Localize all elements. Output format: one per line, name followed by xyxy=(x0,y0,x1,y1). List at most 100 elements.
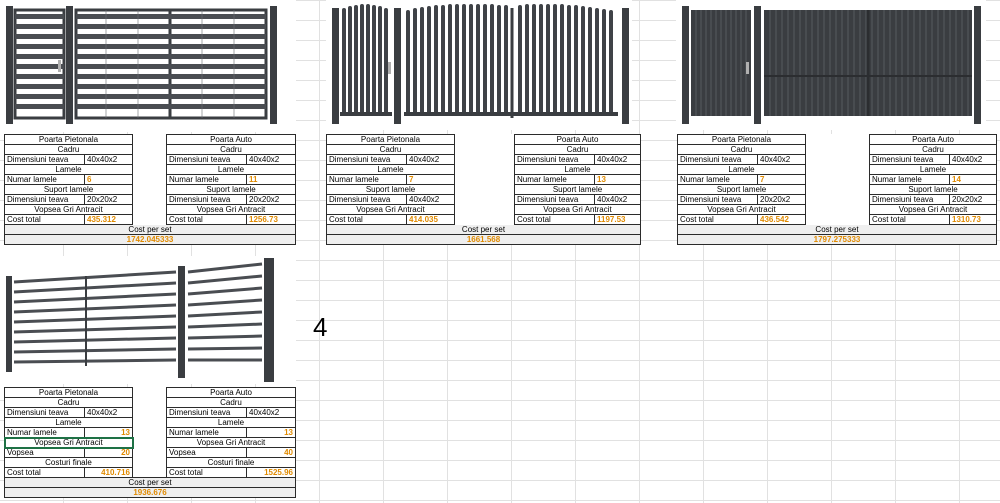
label-cost-total[interactable]: Cost total xyxy=(869,214,950,225)
label-numar-lamele[interactable]: Numar lamele xyxy=(4,427,85,438)
section-lamele[interactable]: Lamele xyxy=(677,164,806,175)
label-cost-total[interactable]: Cost total xyxy=(4,214,85,225)
section-vopsea[interactable]: Vopsea Gri Antracit xyxy=(677,204,806,215)
header-poarta-pietonala[interactable]: Poarta Pietonala xyxy=(677,134,806,145)
section-vopsea[interactable]: Vopsea Gri Antracit xyxy=(166,204,296,215)
section-suport-lamele[interactable]: Suport lamele xyxy=(4,184,133,195)
gate-image-2[interactable] xyxy=(326,0,632,130)
value-numar-lamele[interactable]: 7 xyxy=(406,174,455,185)
label-vopsea[interactable]: Vopsea xyxy=(166,447,247,458)
gate-image-3[interactable] xyxy=(676,0,986,130)
value-numar-lamele[interactable]: 7 xyxy=(757,174,806,185)
gate-image-1[interactable] xyxy=(0,0,296,132)
label-cost-per-set[interactable]: Cost per set xyxy=(4,224,296,235)
section-lamele[interactable]: Lamele xyxy=(869,164,997,175)
value-dimensiuni-teava-suport[interactable]: 20x20x2 xyxy=(84,194,133,205)
value-cost-total[interactable]: 436.542 xyxy=(757,214,806,225)
label-dimensiuni-teava-suport[interactable]: Dimensiuni teava xyxy=(326,194,407,205)
label-cost-total[interactable]: Cost total xyxy=(166,467,247,478)
section-cadru[interactable]: Cadru xyxy=(326,144,455,155)
value-dimensiuni-teava[interactable]: 40x40x2 xyxy=(84,154,133,165)
section-cadru[interactable]: Cadru xyxy=(514,144,641,155)
section-costuri-finale[interactable]: Costuri finale xyxy=(166,457,296,468)
section-cadru[interactable]: Cadru xyxy=(677,144,806,155)
value-dimensiuni-teava-suport[interactable]: 40x40x2 xyxy=(406,194,455,205)
label-dimensiuni-teava[interactable]: Dimensiuni teava xyxy=(514,154,595,165)
label-dimensiuni-teava[interactable]: Dimensiuni teava xyxy=(166,154,247,165)
section-cadru[interactable]: Cadru xyxy=(4,397,133,408)
section-cadru[interactable]: Cadru xyxy=(4,144,133,155)
section-vopsea[interactable]: Vopsea Gri Antracit xyxy=(4,204,133,215)
value-dimensiuni-teava[interactable]: 40x40x2 xyxy=(246,154,296,165)
section-suport-lamele[interactable]: Suport lamele xyxy=(869,184,997,195)
section-cadru[interactable]: Cadru xyxy=(166,144,296,155)
section-suport-lamele[interactable]: Suport lamele xyxy=(677,184,806,195)
label-cost-total[interactable]: Cost total xyxy=(326,214,407,225)
value-cost-total[interactable]: 1310.73 xyxy=(949,214,997,225)
section-suport-lamele[interactable]: Suport lamele xyxy=(514,184,641,195)
label-cost-per-set[interactable]: Cost per set xyxy=(677,224,997,235)
header-poarta-pietonala[interactable]: Poarta Pietonala xyxy=(4,134,133,145)
section-suport-lamele[interactable]: Suport lamele xyxy=(326,184,455,195)
value-numar-lamele[interactable]: 11 xyxy=(246,174,296,185)
label-cost-total[interactable]: Cost total xyxy=(4,467,85,478)
value-dimensiuni-teava[interactable]: 40x40x2 xyxy=(594,154,641,165)
label-dimensiuni-teava[interactable]: Dimensiuni teava xyxy=(869,154,950,165)
section-lamele[interactable]: Lamele xyxy=(166,164,296,175)
value-numar-lamele[interactable]: 13 xyxy=(246,427,296,438)
value-numar-lamele[interactable]: 13 xyxy=(594,174,641,185)
value-dimensiuni-teava[interactable]: 40x40x2 xyxy=(84,407,133,418)
label-cost-per-set[interactable]: Cost per set xyxy=(326,224,641,235)
value-cost-total[interactable]: 1525.96 xyxy=(246,467,296,478)
section-cadru[interactable]: Cadru xyxy=(869,144,997,155)
value-vopsea[interactable]: 40 xyxy=(246,447,296,458)
value-cost-per-set[interactable]: 1661.568 xyxy=(326,234,641,245)
section-lamele[interactable]: Lamele xyxy=(4,164,133,175)
label-cost-per-set[interactable]: Cost per set xyxy=(4,477,296,488)
value-cost-total[interactable]: 435.312 xyxy=(84,214,133,225)
value-cost-total[interactable]: 1256.73 xyxy=(246,214,296,225)
label-numar-lamele[interactable]: Numar lamele xyxy=(326,174,407,185)
label-dimensiuni-teava-suport[interactable]: Dimensiuni teava xyxy=(4,194,85,205)
label-numar-lamele[interactable]: Numar lamele xyxy=(869,174,950,185)
value-dimensiuni-teava-suport[interactable]: 20x20x2 xyxy=(949,194,997,205)
section-vopsea[interactable]: Vopsea Gri Antracit xyxy=(514,204,641,215)
header-poarta-pietonala[interactable]: Poarta Pietonala xyxy=(4,387,133,398)
label-vopsea[interactable]: Vopsea xyxy=(4,447,85,458)
label-dimensiuni-teava[interactable]: Dimensiuni teava xyxy=(4,154,85,165)
value-cost-per-set[interactable]: 1936.676 xyxy=(4,487,296,498)
label-dimensiuni-teava-suport[interactable]: Dimensiuni teava xyxy=(869,194,950,205)
section-lamele[interactable]: Lamele xyxy=(514,164,641,175)
section-vopsea[interactable]: Vopsea Gri Antracit xyxy=(326,204,455,215)
value-dimensiuni-teava[interactable]: 40x40x2 xyxy=(406,154,455,165)
label-dimensiuni-teava[interactable]: Dimensiuni teava xyxy=(677,154,758,165)
gate-image-4[interactable] xyxy=(0,256,296,384)
label-dimensiuni-teava-suport[interactable]: Dimensiuni teava xyxy=(677,194,758,205)
label-cost-total[interactable]: Cost total xyxy=(166,214,247,225)
section-suport-lamele[interactable]: Suport lamele xyxy=(166,184,296,195)
value-cost-per-set[interactable]: 1742.045333 xyxy=(4,234,296,245)
value-numar-lamele[interactable]: 14 xyxy=(949,174,997,185)
value-dimensiuni-teava-suport[interactable]: 20x20x2 xyxy=(757,194,806,205)
section-vopsea[interactable]: Vopsea Gri Antracit xyxy=(166,437,296,448)
section-lamele[interactable]: Lamele xyxy=(166,417,296,428)
label-numar-lamele[interactable]: Numar lamele xyxy=(514,174,595,185)
label-cost-total[interactable]: Cost total xyxy=(514,214,595,225)
header-poarta-pietonala[interactable]: Poarta Pietonala xyxy=(326,134,455,145)
section-lamele[interactable]: Lamele xyxy=(326,164,455,175)
value-dimensiuni-teava[interactable]: 40x40x2 xyxy=(949,154,997,165)
section-lamele[interactable]: Lamele xyxy=(4,417,133,428)
value-cost-per-set[interactable]: 1797.275333 xyxy=(677,234,997,245)
value-dimensiuni-teava[interactable]: 40x40x2 xyxy=(757,154,806,165)
header-poarta-auto[interactable]: Poarta Auto xyxy=(166,387,296,398)
label-numar-lamele[interactable]: Numar lamele xyxy=(166,427,247,438)
label-dimensiuni-teava[interactable]: Dimensiuni teava xyxy=(326,154,407,165)
value-dimensiuni-teava-suport[interactable]: 40x40x2 xyxy=(594,194,641,205)
label-cost-total[interactable]: Cost total xyxy=(677,214,758,225)
value-cost-total[interactable]: 414.035 xyxy=(406,214,455,225)
value-vopsea[interactable]: 20 xyxy=(84,447,133,458)
section-costuri-finale[interactable]: Costuri finale xyxy=(4,457,133,468)
section-vopsea[interactable]: Vopsea Gri Antracit xyxy=(869,204,997,215)
label-dimensiuni-teava[interactable]: Dimensiuni teava xyxy=(166,407,247,418)
value-numar-lamele[interactable]: 13 xyxy=(84,427,133,438)
